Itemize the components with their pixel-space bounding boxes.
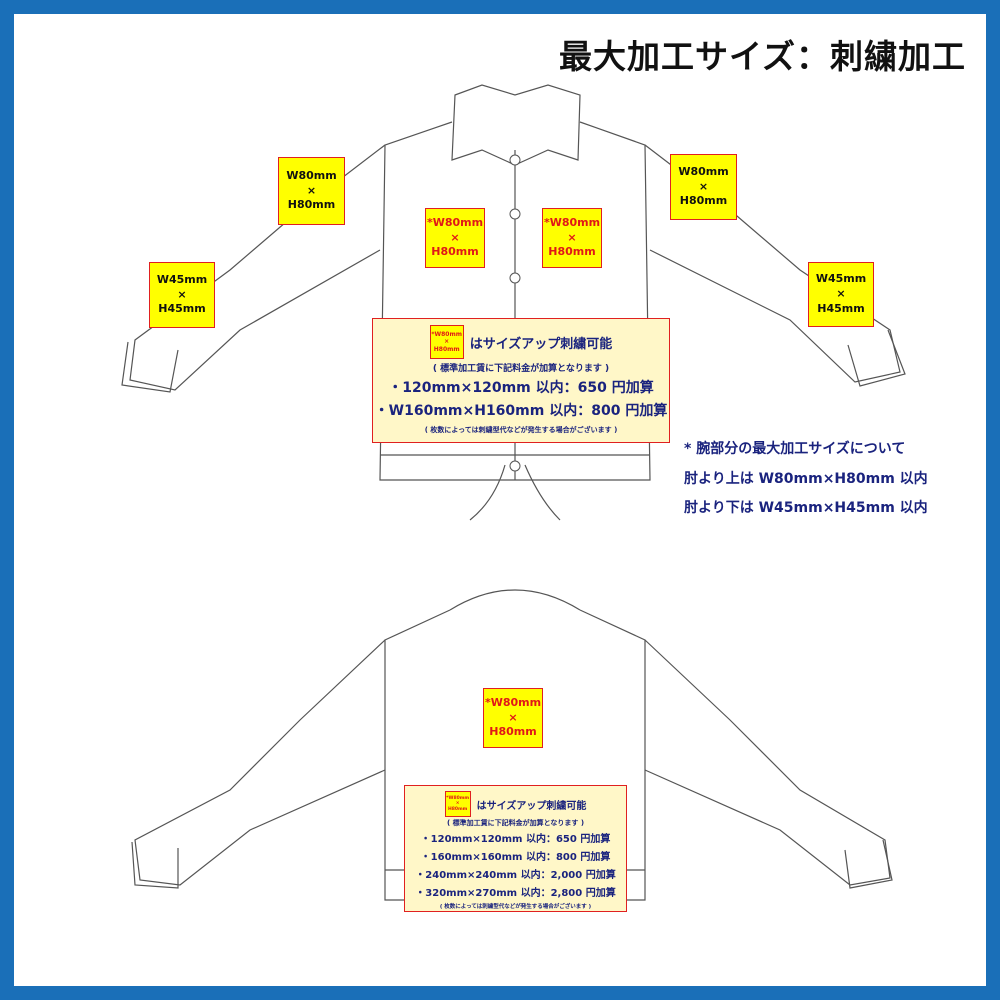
size-width: *W80mm [543, 215, 601, 229]
mini-width: *W80mm [431, 331, 462, 339]
info-footnote: ( 枚数によっては刺繍型代などが発生する場合がございます ) [439, 904, 592, 910]
info-price-line: ・W160mm×H160mm 以内：800 円加算 [374, 403, 668, 419]
size-times: × [306, 183, 317, 197]
size-width: *W80mm [426, 215, 484, 229]
size-height: H80mm [679, 194, 728, 208]
size-width: W80mm [678, 164, 729, 178]
mini-size-box: *W80mm × H80mm [444, 791, 471, 817]
size-times: × [567, 230, 577, 244]
mini-times: × [444, 338, 450, 346]
size-times: × [177, 287, 187, 301]
left-lower-arm-size-box: W45mm × H45mm [149, 262, 215, 328]
info-price-line: ・240mm×240mm 以内：2,000 円加算 [415, 870, 616, 881]
info-subtext: ( 標準加工賃に下記料金が加算となります ) [446, 819, 585, 827]
arm-note-heading: * 腕部分の最大加工サイズについて [684, 441, 906, 457]
right-upper-arm-size-box: W80mm × H80mm [670, 154, 737, 220]
info-headline: はサイズアップ刺繍可能 [469, 336, 613, 352]
size-times: × [836, 287, 846, 301]
info-headline-row: *W80mm × H80mm はサイズアップ刺繍可能 [444, 791, 587, 817]
info-price-line: ・320mm×270mm 以内：2,800 円加算 [415, 888, 616, 899]
info-price-line: ・120mm×120mm 以内：650 円加算 [420, 834, 611, 845]
front-upsize-info-box: *W80mm × H80mm はサイズアップ刺繍可能 ( 標準加工賃に下記料金が… [372, 318, 670, 443]
size-times: × [698, 179, 709, 193]
info-footnote: ( 枚数によっては刺繍型代などが発生する場合がございます ) [424, 426, 618, 434]
size-height: H80mm [431, 245, 479, 259]
back-upsize-info-box: *W80mm × H80mm はサイズアップ刺繍可能 ( 標準加工賃に下記料金が… [404, 785, 627, 912]
right-lower-arm-size-box: W45mm × H45mm [808, 262, 874, 327]
size-times: × [450, 230, 460, 244]
size-width: *W80mm [484, 695, 542, 709]
mini-height: H80mm [447, 806, 468, 812]
mini-width: *W80mm [446, 795, 470, 801]
arm-note-below-elbow: 肘より下は W45mm×H45mm 以内 [684, 500, 928, 516]
size-width: W80mm [286, 168, 337, 182]
mini-times: × [455, 801, 460, 807]
mini-size-box: *W80mm × H80mm [429, 325, 464, 359]
info-subtext: ( 標準加工賃に下記料金が加算となります ) [432, 364, 610, 374]
info-headline-row: *W80mm × H80mm はサイズアップ刺繍可能 [429, 325, 613, 359]
size-times: × [508, 710, 518, 724]
front-chest-right-size-box: *W80mm × H80mm [542, 208, 602, 268]
size-width: W45mm [815, 272, 867, 286]
back-center-size-box: *W80mm × H80mm [483, 688, 543, 748]
arm-note-above-elbow: 肘より上は W80mm×H80mm 以内 [684, 471, 928, 487]
size-height: H45mm [817, 301, 865, 315]
size-height: H80mm [287, 198, 336, 212]
info-price-line: ・120mm×120mm 以内：650 円加算 [388, 380, 654, 396]
info-price-line: ・160mm×160mm 以内：800 円加算 [420, 852, 611, 863]
size-height: H80mm [489, 725, 537, 739]
front-chest-left-size-box: *W80mm × H80mm [425, 208, 485, 268]
left-upper-arm-size-box: W80mm × H80mm [278, 157, 345, 225]
page-title: 最大加工サイズ：刺繍加工 [558, 37, 966, 76]
info-headline: はサイズアップ刺繍可能 [476, 800, 587, 812]
size-height: H80mm [548, 245, 596, 259]
size-width: W45mm [156, 272, 208, 286]
mini-height: H80mm [433, 345, 460, 353]
size-height: H45mm [158, 302, 206, 316]
